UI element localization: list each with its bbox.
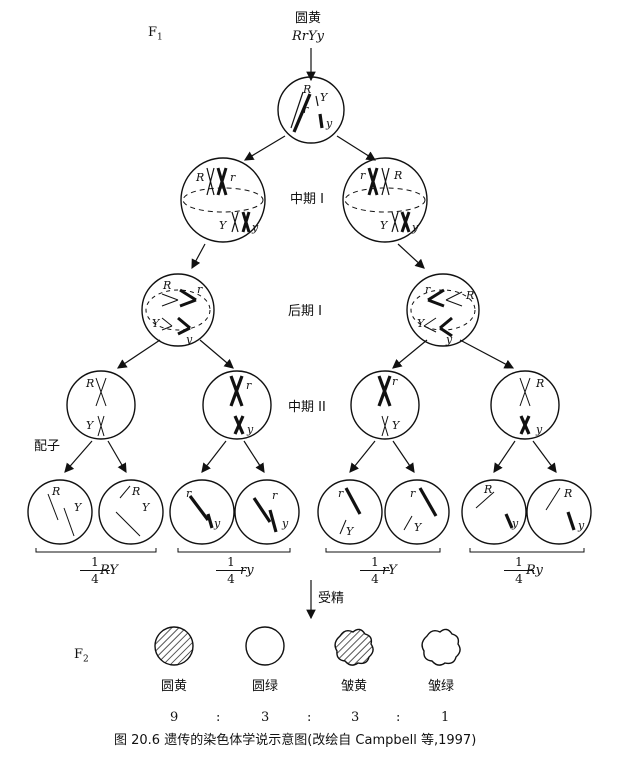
metaphase1-left-cell <box>180 157 266 243</box>
gamete-RY-1 <box>27 479 93 545</box>
metaphase2-cell-2 <box>202 370 272 440</box>
fraction-genotype-rY: rY <box>382 563 397 578</box>
allele-label: y <box>536 423 543 436</box>
ratio-separator: : <box>216 710 221 725</box>
allele-label: R <box>86 377 95 390</box>
allele-label: R <box>163 279 172 292</box>
anaphase1-right-cell <box>406 273 480 347</box>
allele-label: R <box>484 483 493 496</box>
metaphase1-right-cell <box>342 157 428 243</box>
ratio-value: 1 <box>441 710 450 725</box>
allele-label: Y <box>142 501 150 514</box>
phenotype-round-green: 圆绿 <box>252 679 279 694</box>
gamete-ry-2 <box>234 479 300 545</box>
seed-wrinkled-yellow <box>334 628 374 666</box>
f1-cell <box>277 76 345 144</box>
allele-label: r <box>303 103 309 116</box>
figure-caption: 图 20.6 遗传的染色体学说示意图(改绘自 Campbell 等,1997) <box>114 733 477 748</box>
allele-label: r <box>186 487 192 500</box>
metaphase2-cell-3 <box>350 370 420 440</box>
allele-label: y <box>282 517 289 530</box>
stage-label-metaphase1: 中期 I <box>290 192 324 207</box>
allele-label: y <box>512 517 519 530</box>
allele-label: r <box>246 379 252 392</box>
gamete-cells <box>27 479 592 545</box>
phenotype-wrinkled-green: 皱绿 <box>428 679 455 694</box>
fraction-genotype-Ry: Ry <box>526 563 543 578</box>
metaphase2-cell-4 <box>490 370 560 440</box>
parent-phenotype: 圆黄 <box>295 11 322 26</box>
f2-label: F2 <box>74 647 89 665</box>
allele-label: y <box>326 117 333 130</box>
allele-label: R <box>564 487 573 500</box>
allele-label: y <box>247 423 254 436</box>
seed-wrinkled-green <box>421 628 461 666</box>
ratio-value: 9 <box>170 710 179 725</box>
fertilization-label: 受精 <box>318 591 345 606</box>
fraction-genotype-RY: RY <box>100 563 118 578</box>
allele-label: r <box>197 283 203 296</box>
seed-round-yellow <box>154 626 194 666</box>
ratio-separator: : <box>307 710 312 725</box>
allele-label: r <box>425 283 431 296</box>
allele-label: R <box>394 169 403 182</box>
gamete-RY-2 <box>98 479 164 545</box>
gamete-ry-1 <box>169 479 235 545</box>
allele-label: Y <box>74 501 82 514</box>
ratio-separator: : <box>396 710 401 725</box>
stage-label-metaphase2: 中期 II <box>288 400 326 415</box>
ratio-value: 3 <box>261 710 270 725</box>
allele-label: y <box>446 333 453 346</box>
allele-label: y <box>252 221 259 234</box>
allele-label: R <box>196 171 205 184</box>
f2-seeds <box>154 626 461 666</box>
allele-label: r <box>272 489 278 502</box>
anaphase1-left-cell <box>141 273 215 347</box>
allele-label: y <box>214 517 221 530</box>
allele-label: Y <box>219 219 227 232</box>
allele-label: r <box>230 171 236 184</box>
allele-label: y <box>578 519 585 532</box>
allele-label: r <box>392 375 398 388</box>
gamete-Ry-2 <box>526 479 592 545</box>
allele-label: Y <box>414 521 422 534</box>
ratio-value: 3 <box>351 710 360 725</box>
stage-label-anaphase1: 后期 I <box>288 304 322 319</box>
allele-label: R <box>466 289 475 302</box>
allele-label: Y <box>346 525 354 538</box>
fraction-genotype-ry: ry <box>240 563 254 578</box>
allele-label: y <box>186 333 193 346</box>
allele-label: Y <box>152 317 160 330</box>
f1-label: F1 <box>148 25 163 43</box>
parent-genotype: RrYy <box>292 29 324 44</box>
seed-round-green <box>245 626 285 666</box>
allele-label: Y <box>86 419 94 432</box>
lineage-arrows <box>64 48 557 620</box>
allele-label: r <box>338 487 344 500</box>
gamete-rY-1 <box>317 479 383 545</box>
allele-label: R <box>132 485 141 498</box>
allele-label: R <box>52 485 61 498</box>
allele-label: Y <box>380 219 388 232</box>
gamete-label: 配子 <box>34 439 61 454</box>
metaphase2-cell-1 <box>66 370 136 440</box>
gamete-brackets <box>35 548 585 553</box>
gamete-rY-2 <box>384 479 450 545</box>
allele-label: y <box>412 221 419 234</box>
allele-label: r <box>360 169 366 182</box>
allele-label: Y <box>392 419 400 432</box>
gamete-Ry-1 <box>461 479 527 545</box>
phenotype-wrinkled-yellow: 皱黄 <box>341 679 368 694</box>
allele-label: Y <box>417 317 425 330</box>
allele-label: R <box>536 377 545 390</box>
allele-label: r <box>410 487 416 500</box>
phenotype-round-yellow: 圆黄 <box>161 679 188 694</box>
allele-label: R <box>303 83 312 96</box>
allele-label: Y <box>320 91 328 104</box>
